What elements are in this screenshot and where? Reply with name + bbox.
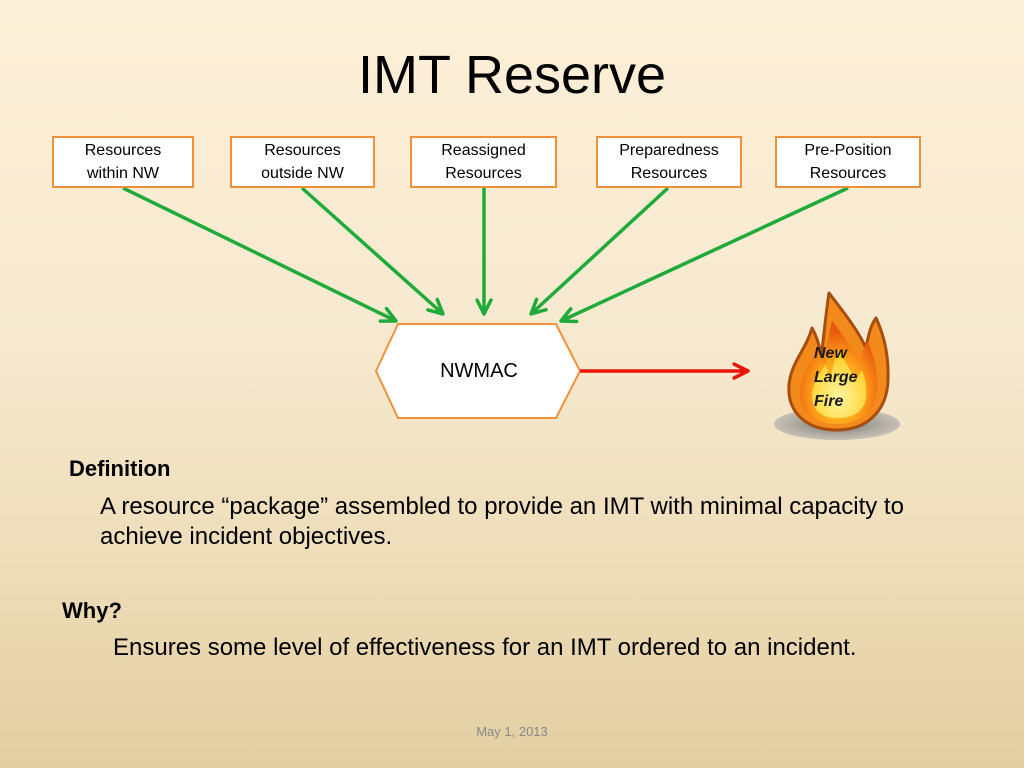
source-box-pre-position: Pre-Position Resources (775, 136, 921, 188)
arrow-within-nw (122, 186, 398, 323)
arrow-outside-nw (300, 186, 445, 316)
source-box-preparedness: Preparedness Resources (596, 136, 742, 188)
source-box-within-nw: Resources within NW (52, 136, 194, 188)
source-box-reassigned: Reassigned Resources (410, 136, 557, 188)
nwmac-label: NWMAC (440, 359, 518, 382)
nwmac-hexagon (374, 323, 582, 419)
definition-text: A resource “package” assembled to provid… (100, 493, 904, 550)
why-heading: Why? (62, 598, 122, 623)
fire-icon (774, 291, 900, 440)
arrow-preparedness (529, 186, 670, 316)
definition-heading: Definition (69, 456, 171, 481)
new-large-fire-label: New Large Fire (814, 345, 858, 410)
source-box-outside-nw: Resources outside NW (230, 136, 375, 188)
diagram-graphics (122, 186, 900, 440)
slide-title: IMT Reserve (357, 45, 667, 105)
footer-date: May 1, 2013 (476, 724, 548, 739)
resource-flow-diagram: Resources within NW Resources outside NW… (52, 136, 921, 440)
arrow-pre-position (559, 186, 849, 324)
why-text: Ensures some level of effectiveness for … (113, 634, 857, 661)
